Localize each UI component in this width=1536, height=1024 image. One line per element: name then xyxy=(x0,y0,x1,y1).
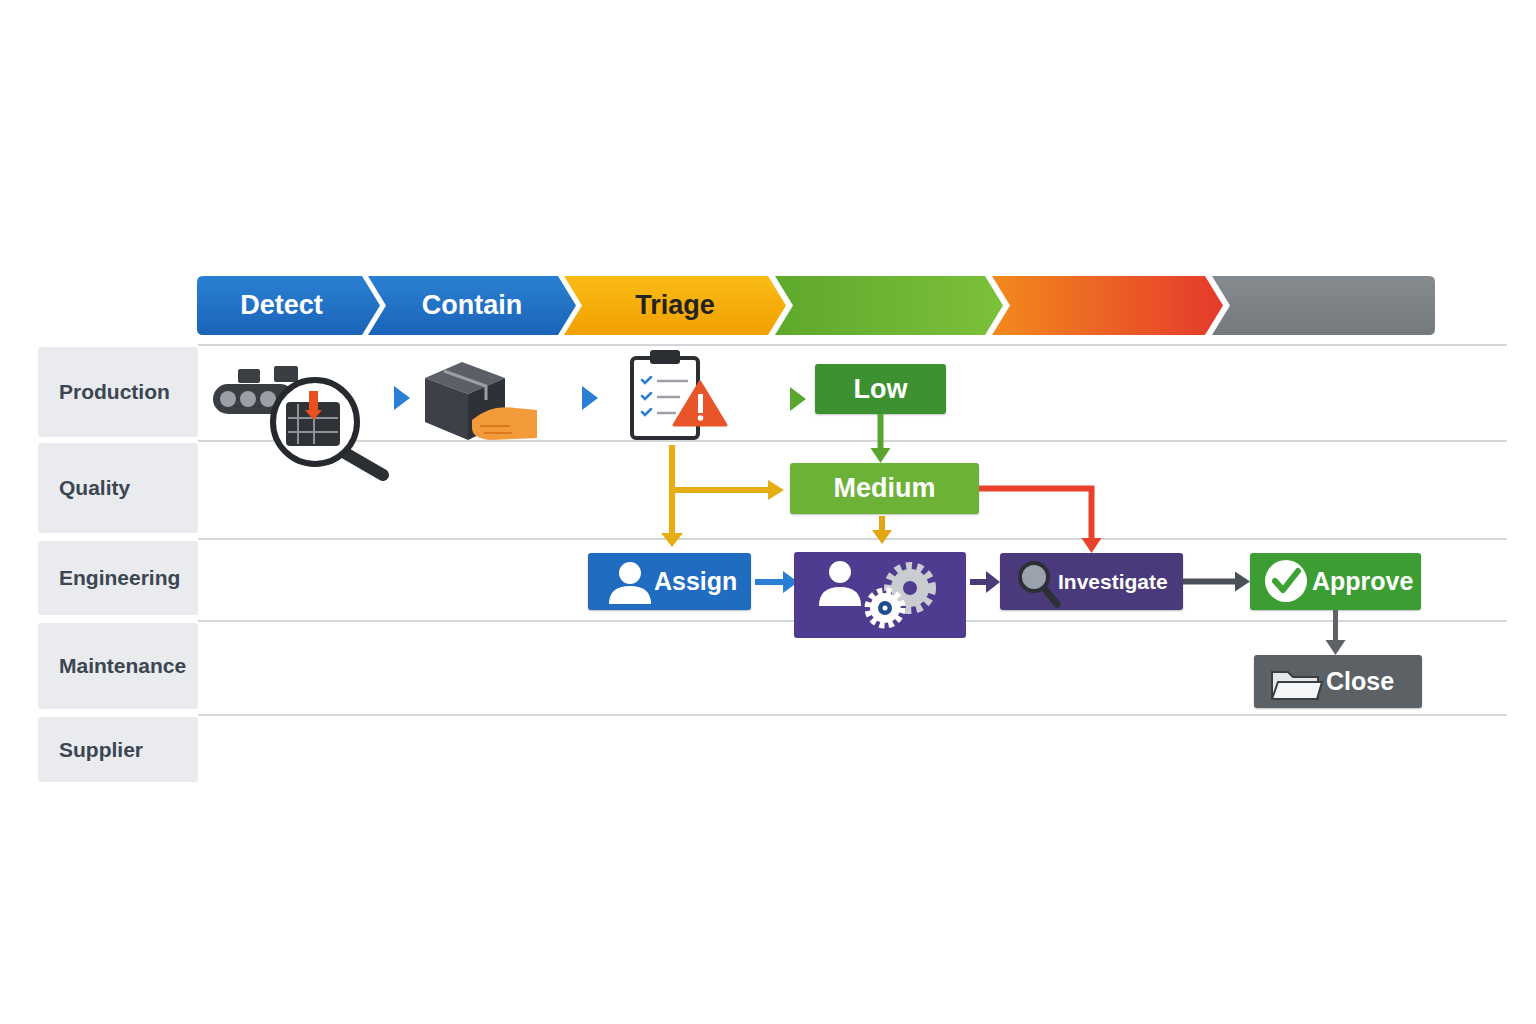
node-label: Medium xyxy=(833,473,935,504)
conveyor-inspect-icon xyxy=(213,366,383,475)
lane-label: Engineering xyxy=(38,541,198,615)
node-label: Investigate xyxy=(1058,570,1168,594)
close-folder-icon xyxy=(1272,672,1322,699)
node-label: Maintenance xyxy=(59,654,186,678)
phase-chevron: Triage xyxy=(564,276,786,335)
work-box xyxy=(794,552,966,638)
chevron-fill xyxy=(564,276,786,335)
chevron-fill xyxy=(197,276,380,335)
lane-label: Production xyxy=(38,347,198,437)
flow-connector xyxy=(1183,572,1250,592)
approve-check-icon xyxy=(1265,560,1307,602)
lane-label: Supplier xyxy=(38,717,198,782)
connector-line xyxy=(1183,579,1237,585)
node-label: Approve xyxy=(1312,567,1413,596)
node-label: Assign xyxy=(654,567,737,596)
empty-phase-chevrons xyxy=(775,276,1435,335)
node-label: Quality xyxy=(59,476,130,500)
node-label: Detect xyxy=(240,290,323,321)
flow-arrows xyxy=(350,386,806,411)
node-label: Contain xyxy=(422,290,523,321)
process-box: Investigate xyxy=(1000,553,1183,610)
flow-connector xyxy=(979,489,1102,554)
assign-person-icon xyxy=(609,562,651,604)
chevron-fill xyxy=(368,276,576,335)
triage-clipboard-icon xyxy=(632,350,726,438)
severity-box: Low xyxy=(815,364,946,414)
phase-chevron: Contain xyxy=(368,276,576,335)
node-label: Low xyxy=(854,374,908,405)
lane-lines xyxy=(198,345,1507,715)
connector-line xyxy=(1333,610,1338,642)
flow-connector xyxy=(1326,610,1346,655)
node-label: Close xyxy=(1326,667,1394,696)
lane-label: Quality xyxy=(38,443,198,533)
node-label: Triage xyxy=(635,290,715,321)
connector-line xyxy=(979,489,1092,541)
lane-label: Maintenance xyxy=(38,623,198,709)
node-label: Supplier xyxy=(59,738,143,762)
arrow-head xyxy=(768,480,784,500)
node-label: Engineering xyxy=(59,566,180,590)
connector-line xyxy=(878,414,884,450)
arrow-head xyxy=(1235,572,1250,592)
contain-box-icon xyxy=(425,362,537,440)
arrow-head xyxy=(871,448,891,463)
arrow-head xyxy=(1082,538,1102,553)
investigate-magnifier-icon xyxy=(1020,563,1057,604)
process-box: Assign xyxy=(588,553,751,610)
severity-box: Medium xyxy=(790,463,979,514)
arrow-head xyxy=(1326,640,1346,655)
triage-branch-connector xyxy=(672,445,770,535)
phase-chevron: Detect xyxy=(197,276,380,335)
process-box: Close xyxy=(1254,655,1422,708)
arrow-head xyxy=(661,533,683,547)
process-box: Approve xyxy=(1250,553,1421,610)
flow-connector xyxy=(871,414,891,463)
node-label: Production xyxy=(59,380,170,404)
